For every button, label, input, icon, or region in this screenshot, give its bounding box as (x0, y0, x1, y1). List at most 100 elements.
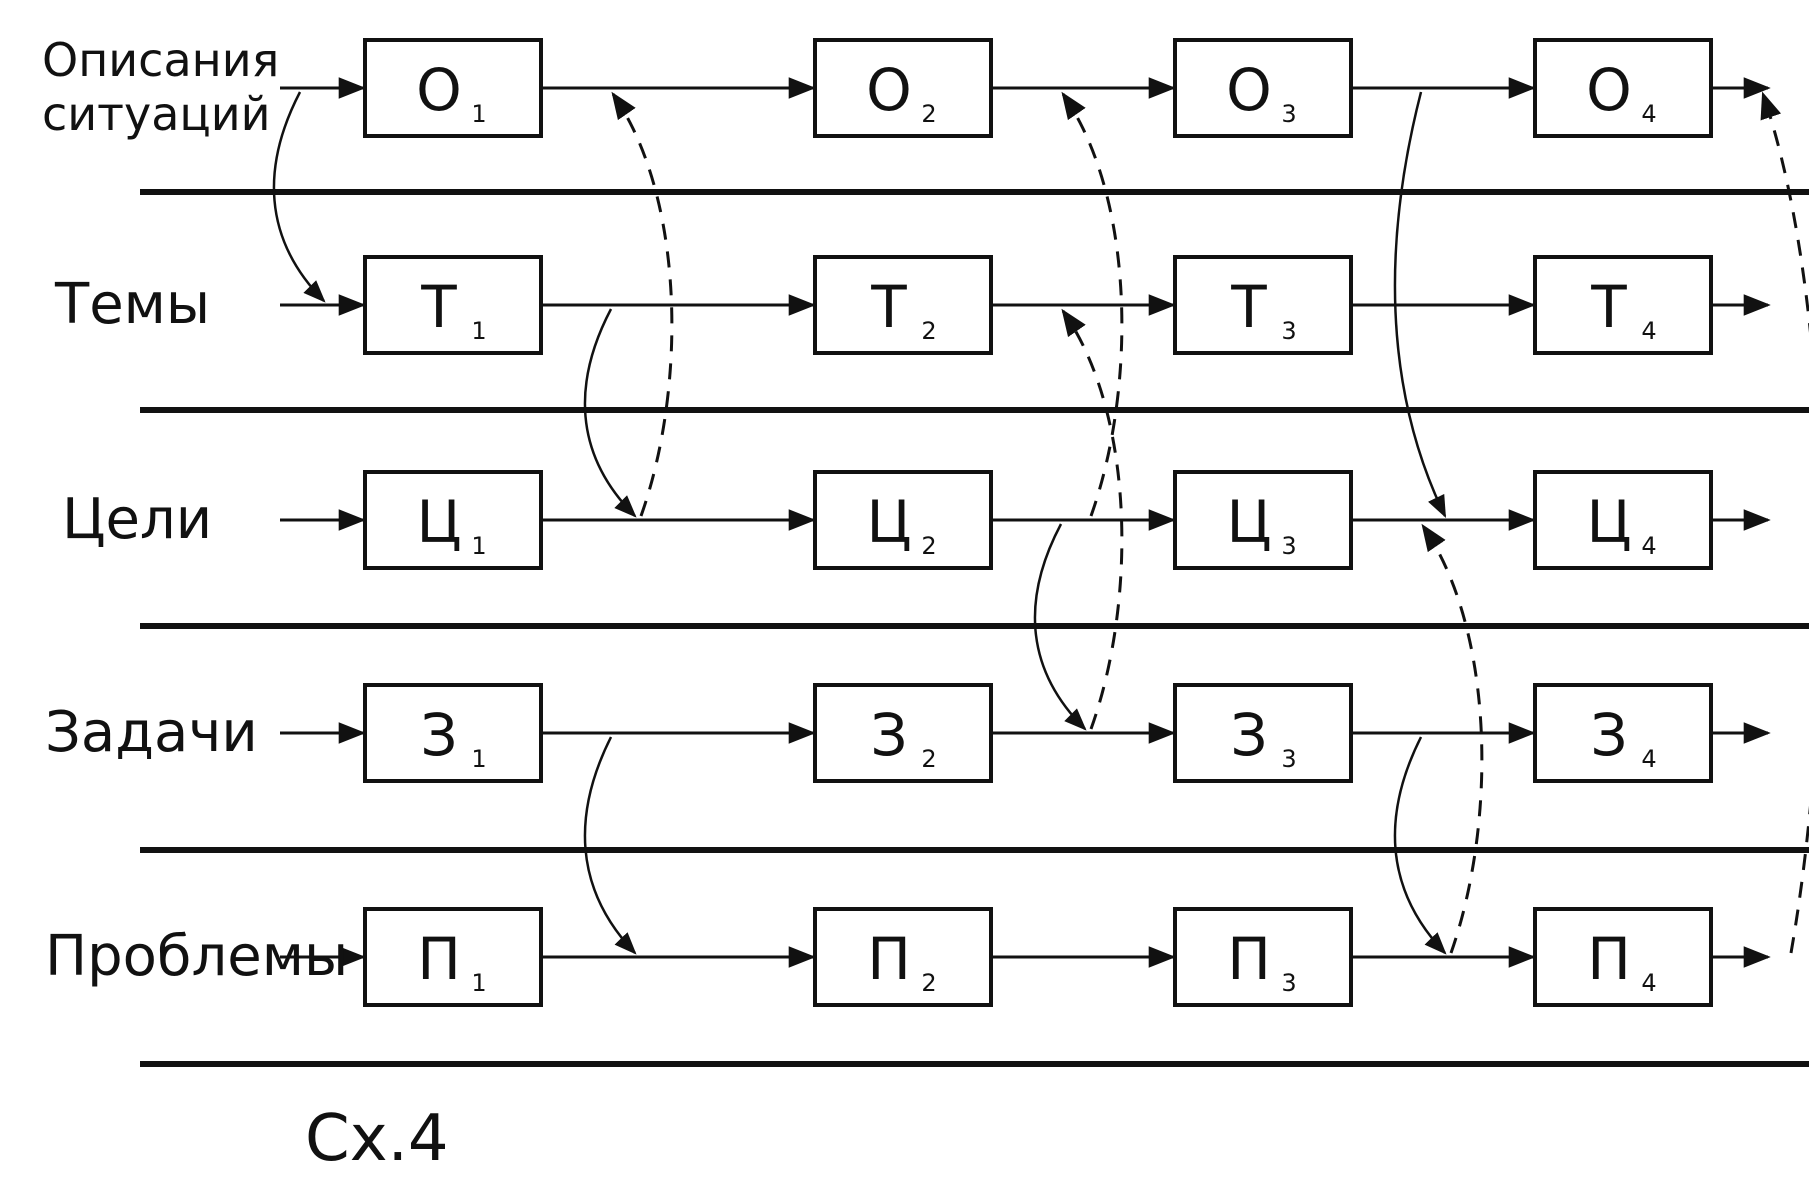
stage-box-index: 2 (921, 100, 936, 128)
stage-box-letter: Ц (866, 488, 911, 556)
stage-box-index: 3 (1281, 317, 1296, 345)
stage-box-index: 2 (921, 745, 936, 773)
stage-box-index: 2 (921, 969, 936, 997)
solid-link-arrow (1393, 736, 1447, 955)
stage-box-frame (813, 38, 993, 138)
stage-box-index: 2 (921, 317, 936, 345)
stage-box-letter: Т (1590, 273, 1627, 341)
stage-box-letter: П (867, 925, 911, 993)
stage-box-letter: П (417, 925, 461, 993)
stage-box-frame (363, 38, 543, 138)
dashed-link-arrow (1760, 91, 1809, 954)
stage-box-frame (1533, 38, 1713, 138)
solid-link-arrow (583, 736, 637, 955)
stage-box-frame (363, 470, 543, 570)
stage-box-frame (1533, 255, 1713, 355)
row-label-o: Описания (42, 33, 279, 87)
cross-row-links (272, 91, 1809, 955)
solid-link-arrow (1393, 91, 1447, 519)
solid-link-arrow (272, 91, 326, 303)
stage-box-letter: Т (870, 273, 907, 341)
stage-box-frame (363, 683, 543, 783)
row-label-c: Цели (62, 487, 212, 552)
solid-link-arrow (583, 308, 637, 518)
stage-box-index: 2 (921, 532, 936, 560)
stage-box-letter: О (416, 56, 462, 124)
stage-box-index: 1 (471, 100, 486, 128)
stage-box-letter: Ц (1226, 488, 1271, 556)
stage-box-index: 4 (1641, 532, 1656, 560)
stage-box-letter: З (1230, 701, 1267, 769)
row-label-t: Темы (54, 272, 210, 337)
stage-box-letter: З (1590, 701, 1627, 769)
dashed-link-arrow (1061, 91, 1124, 517)
stage-box-index: 1 (471, 532, 486, 560)
dashed-link-arrow (611, 91, 674, 517)
stage-box-index: 1 (471, 969, 486, 997)
row-separators (140, 189, 1809, 1067)
row-flow-lines (280, 77, 1771, 968)
stage-box-frame (1173, 38, 1353, 138)
stage-box-frame (1173, 683, 1353, 783)
stage-box-frame (1533, 907, 1713, 1007)
stage-box-letter: Т (1230, 273, 1267, 341)
stage-box-index: 4 (1641, 317, 1656, 345)
stage-box-frame (813, 907, 993, 1007)
stage-box-letter: З (870, 701, 907, 769)
stage-box-index: 3 (1281, 532, 1296, 560)
stage-box-index: 1 (471, 745, 486, 773)
stage-box-letter: Ц (1586, 488, 1631, 556)
stage-box-frame (1533, 683, 1713, 783)
stage-box-frame (813, 255, 993, 355)
stage-box-frame (813, 470, 993, 570)
scheme-caption: Сх.4 (305, 1102, 449, 1176)
dashed-link-arrow (1061, 308, 1124, 730)
stage-box-index: 3 (1281, 745, 1296, 773)
stage-box-index: 3 (1281, 969, 1296, 997)
stage-box-index: 4 (1641, 969, 1656, 997)
stage-box-letter: О (1586, 56, 1632, 124)
stage-box-frame (813, 683, 993, 783)
stage-box-letter: О (1226, 56, 1272, 124)
stage-box-frame (363, 255, 543, 355)
row-label-z: Задачи (45, 700, 258, 765)
stage-box-letter: П (1227, 925, 1271, 993)
solid-link-arrow (1033, 523, 1087, 731)
stage-box-frame (1533, 470, 1713, 570)
stage-box-index: 4 (1641, 100, 1656, 128)
stage-box-frame (1173, 255, 1353, 355)
row-label-p: Проблемы (45, 924, 348, 989)
row-label-o: ситуаций (42, 87, 271, 141)
stage-box-index: 1 (471, 317, 486, 345)
stage-box-letter: П (1587, 925, 1631, 993)
dashed-link-arrow (1421, 523, 1484, 954)
stage-box-letter: Ц (416, 488, 461, 556)
stage-box-letter: О (866, 56, 912, 124)
stage-box-index: 3 (1281, 100, 1296, 128)
stage-box-frame (1173, 470, 1353, 570)
stage-box-letter: З (420, 701, 457, 769)
stage-box-frame (1173, 907, 1353, 1007)
